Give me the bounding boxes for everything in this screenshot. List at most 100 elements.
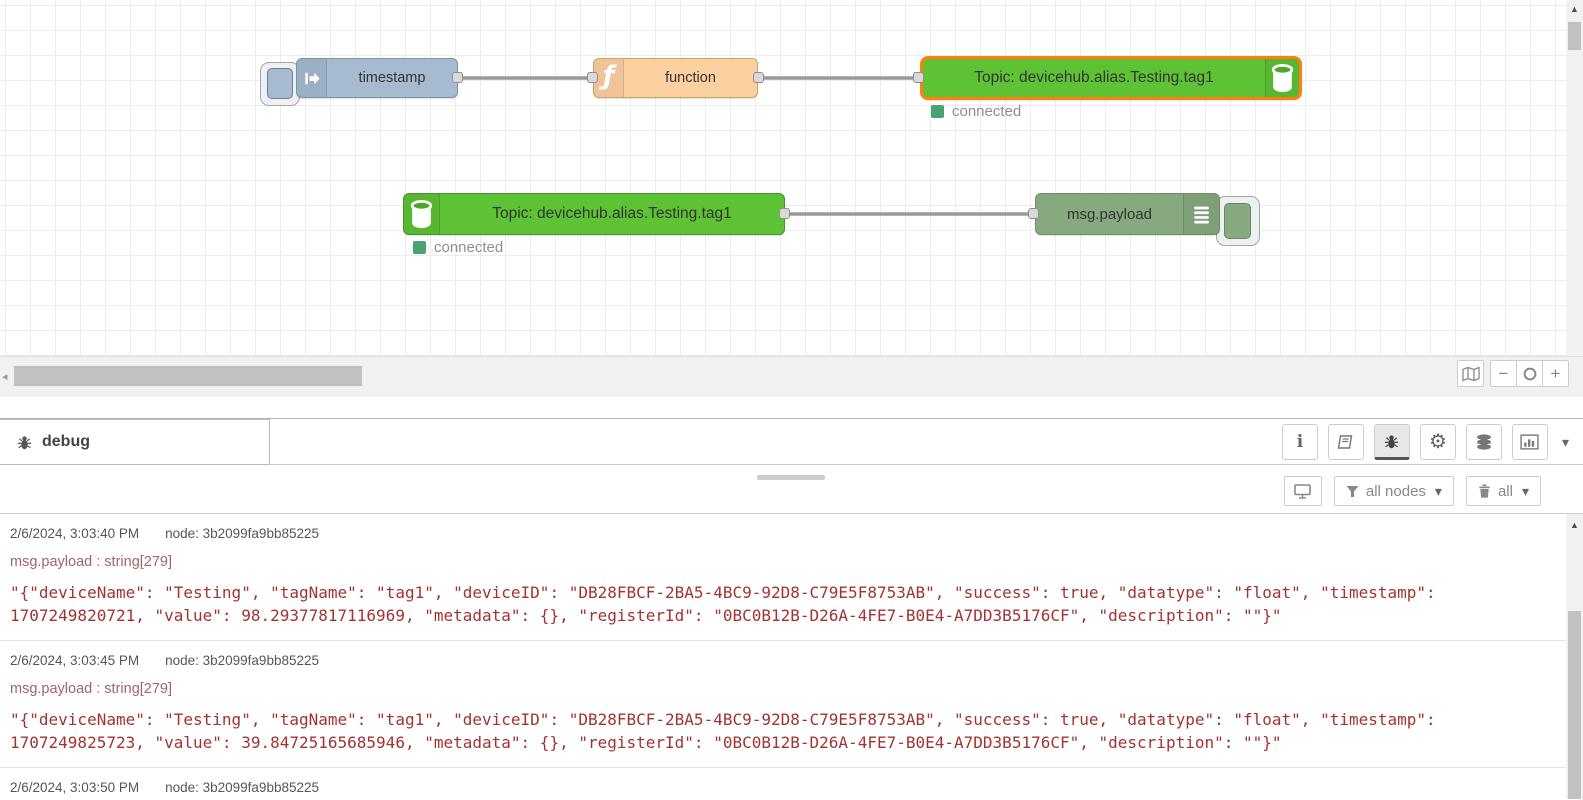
message-payload: "{"deviceName": "Testing", "tagName": "t… [10, 583, 1436, 625]
message-timestamp: 2/6/2024, 3:03:40 PM [10, 526, 140, 541]
node-label: function [665, 70, 716, 86]
open-debug-window-button[interactable] [1283, 476, 1322, 506]
map-icon [1461, 366, 1480, 381]
clear-filter-label: all [1497, 482, 1513, 500]
nodes-filter-label: all nodes [1365, 482, 1426, 500]
debug-toolbar: all nodes ▾ all ▾ [0, 465, 1583, 514]
scroll-up-arrow[interactable]: ▲ [1570, 520, 1579, 530]
trash-icon [1479, 484, 1490, 498]
panel-gap [0, 397, 1583, 418]
message-payload: "{"deviceName": "Testing", "tagName": "t… [10, 710, 1436, 752]
status-dot [413, 241, 426, 254]
database-icon [404, 194, 440, 234]
zoom-reset-button[interactable] [1516, 360, 1543, 387]
output-port[interactable] [779, 208, 790, 219]
debug-toggle-button-inner[interactable] [1224, 203, 1251, 239]
dashboard-button[interactable] [1511, 424, 1548, 460]
node-label: Topic: devicehub.alias.Testing.tag1 [492, 205, 732, 222]
message-container: 2/6/2024, 3:03:40 PM node: 3b2099fa9bb85… [0, 514, 1583, 799]
node-label: msg.payload [1066, 205, 1153, 223]
debug-sidebar-button[interactable] [1373, 424, 1410, 460]
zoom-in-button[interactable]: + [1542, 360, 1569, 387]
function-node[interactable]: ƒ function [593, 58, 758, 98]
help-button[interactable] [1327, 424, 1364, 460]
debug-message-list: 2/6/2024, 3:03:40 PM node: 3b2099fa9bb85… [0, 514, 1583, 799]
context-data-button[interactable] [1465, 424, 1502, 460]
message-meta[interactable]: msg.payload : string[279] [10, 554, 173, 570]
inject-node[interactable]: timestamp [296, 58, 458, 98]
message-node-id: node: 3b2099fa9bb85225 [165, 653, 319, 668]
function-icon: ƒ [594, 59, 624, 97]
canvas-grid[interactable] [0, 0, 1566, 356]
inject-arrow-icon [297, 59, 327, 97]
debug-node[interactable]: msg.payload [1035, 193, 1220, 235]
debug-tab[interactable]: debug [0, 419, 270, 465]
flow-canvas[interactable]: timestamp ƒ function Topic: devicehub.al… [0, 0, 1583, 397]
node-label: Topic: devicehub.alias.Testing.tag1 [974, 69, 1214, 86]
output-port[interactable] [452, 72, 463, 83]
message-header: 2/6/2024, 3:03:40 PM node: 3b2099fa9bb85… [10, 526, 1538, 541]
panel-resize-handle[interactable] [757, 475, 825, 480]
message-meta[interactable]: msg.payload : string[279] [10, 681, 173, 697]
chevron-down-icon: ▾ [1434, 482, 1442, 499]
status-label: connected [434, 239, 504, 256]
bug-icon [17, 435, 32, 449]
devicehub-publish-node[interactable]: Topic: devicehub.alias.Testing.tag1 [920, 56, 1302, 100]
info-button[interactable]: i [1281, 424, 1318, 460]
node-status: connected [413, 239, 503, 256]
info-icon: i [1296, 432, 1304, 452]
debug-message: 2/6/2024, 3:03:40 PM node: 3b2099fa9bb85… [0, 514, 1583, 641]
database-stack-icon [1476, 434, 1491, 450]
zoom-button-group: − + [1490, 360, 1569, 387]
plus-icon: + [1550, 363, 1561, 383]
horizontal-scroll-thumb[interactable] [14, 366, 362, 386]
panel-tab-bar: debug i ⚙ [0, 419, 1583, 465]
message-header: 2/6/2024, 3:03:45 PM node: 3b2099fa9bb85… [10, 653, 1538, 668]
clear-messages-dropdown[interactable]: all ▾ [1465, 476, 1541, 506]
messages-vertical-scrollbar[interactable]: ▲ [1566, 514, 1583, 799]
scroll-thumb[interactable] [1568, 611, 1581, 799]
bug-icon [1385, 434, 1399, 448]
status-dot [931, 105, 944, 118]
devicehub-subscribe-node[interactable]: Topic: devicehub.alias.Testing.tag1 [403, 193, 785, 235]
filter-icon [1346, 485, 1359, 497]
inject-button-inner[interactable] [267, 68, 293, 99]
canvas-footer: ◂ − + [0, 356, 1583, 397]
message-node-id: node: 3b2099fa9bb85225 [165, 780, 319, 795]
node-status: connected [931, 103, 1021, 120]
minus-icon: − [1498, 363, 1509, 383]
panel-menu-caret[interactable]: ▾ [1561, 433, 1569, 450]
debug-list-icon [1183, 194, 1219, 234]
debug-filter-buttons: all nodes ▾ all ▾ [1283, 476, 1541, 506]
config-button[interactable]: ⚙ [1419, 424, 1456, 460]
message-header: 2/6/2024, 3:03:50 PM node: 3b2099fa9bb85… [10, 780, 1538, 795]
message-timestamp: 2/6/2024, 3:03:50 PM [10, 780, 140, 795]
circle-icon [1523, 367, 1536, 380]
input-port[interactable] [913, 72, 924, 83]
book-icon [1338, 435, 1353, 449]
database-icon [1265, 59, 1299, 97]
input-port[interactable] [1028, 208, 1039, 219]
zoom-out-button[interactable]: − [1490, 360, 1517, 387]
scroll-up-arrow[interactable]: ▲ [1570, 4, 1579, 14]
minimap-button[interactable] [1457, 360, 1484, 387]
debug-message: 2/6/2024, 3:03:50 PM node: 3b2099fa9bb85… [0, 768, 1583, 799]
scroll-left-arrow[interactable]: ◂ [2, 371, 8, 383]
input-port[interactable] [587, 72, 598, 83]
debug-panel: debug i ⚙ [0, 418, 1583, 800]
output-port[interactable] [753, 72, 764, 83]
monitor-icon [1294, 483, 1312, 499]
sidebar-icon-buttons: i ⚙ ▾ [1281, 423, 1569, 461]
scroll-thumb[interactable] [1568, 22, 1581, 50]
nodes-filter-dropdown[interactable]: all nodes ▾ [1333, 476, 1454, 506]
status-label: connected [952, 103, 1022, 120]
bar-chart-icon [1520, 434, 1540, 450]
node-label: timestamp [358, 70, 426, 86]
gear-icon: ⚙ [1429, 431, 1447, 453]
canvas-vertical-scrollbar[interactable]: ▲ [1566, 0, 1583, 397]
message-timestamp: 2/6/2024, 3:03:45 PM [10, 653, 140, 668]
chevron-down-icon: ▾ [1521, 482, 1529, 499]
message-node-id: node: 3b2099fa9bb85225 [165, 526, 319, 541]
debug-tab-label: debug [42, 433, 90, 450]
